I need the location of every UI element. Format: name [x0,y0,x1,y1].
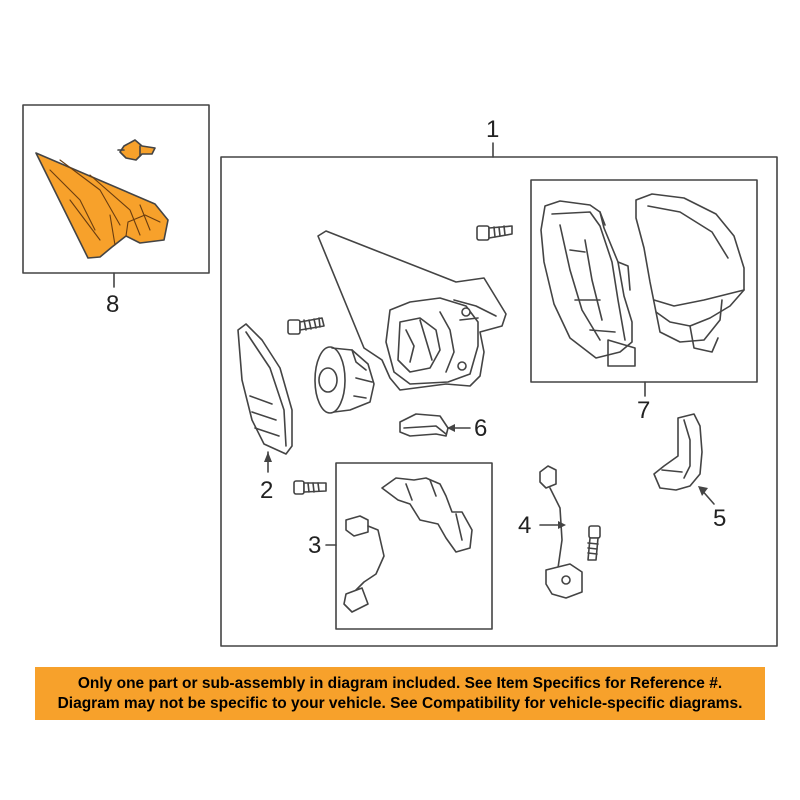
screw-b [476,225,513,241]
callout-6: 6 [474,415,487,442]
screw-c [293,480,327,495]
part-6-bracket [399,413,449,437]
disclaimer-banner: Only one part or sub-assembly in diagram… [35,667,765,720]
screw-a [287,317,325,335]
screw-d [587,525,601,561]
part-3-harness [343,477,473,613]
part-7-cover [635,193,745,353]
callout-7: 7 [637,397,650,424]
part-1-mirror-base [317,230,507,391]
callout-2: 2 [260,477,273,504]
callout-8: 8 [106,291,119,318]
part-8-clip [117,139,156,161]
disclaimer-line-1: Only one part or sub-assembly in diagram… [77,675,723,692]
part-4-wire [539,465,583,599]
callout-4: 4 [518,512,531,539]
disclaimer-line-2: Diagram may not be specific to your vehi… [57,695,743,712]
part-7-housing [540,200,636,367]
part-2-mirror-glass [237,323,293,455]
part-5-turn-signal [653,413,703,491]
callout-5: 5 [713,505,726,532]
callout-3: 3 [308,532,321,559]
mirror-actuator [314,346,375,414]
callout-1: 1 [486,116,499,143]
part-8-garnish [35,152,169,259]
